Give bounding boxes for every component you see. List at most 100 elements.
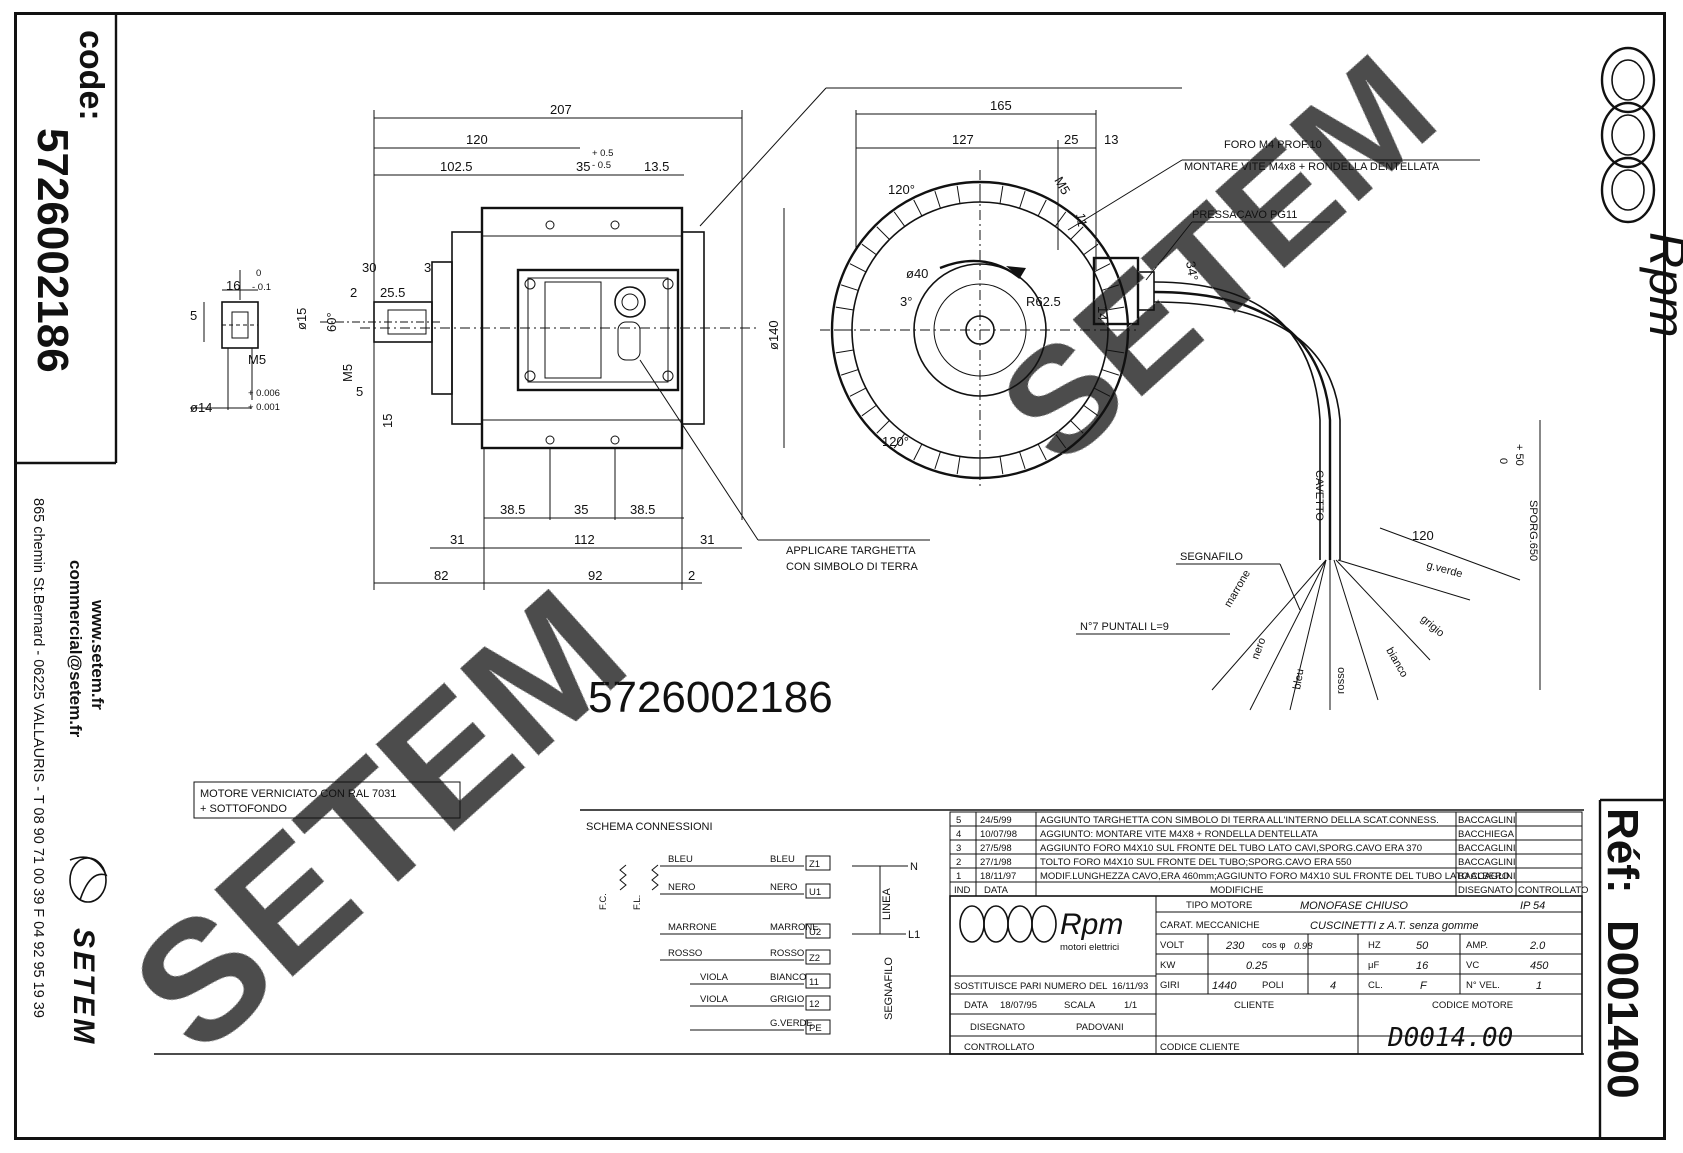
- schema-terminal: [805, 1019, 831, 1035]
- gland-label: PRESSACAVO PG11: [1192, 209, 1297, 221]
- spg-zero: 0: [1497, 458, 1509, 464]
- cooling-fin: [1019, 451, 1026, 470]
- tb-disegnato: PADOVANI: [1076, 1022, 1124, 1033]
- schema-right-label: MARRONE: [770, 922, 819, 933]
- right-panel: Rpm Réf: D001400: [1598, 46, 1683, 1140]
- schema-linea: LINEA: [881, 888, 893, 920]
- tb-volt: 230: [1225, 940, 1245, 952]
- schema-row: BLEU BLEU Z1: [660, 854, 831, 871]
- revision-date: 24/5/99: [980, 815, 1012, 826]
- dim-35: 35: [576, 159, 590, 174]
- tb-scala: 1/1: [1124, 1000, 1137, 1011]
- tb-brand-sub: motori elettrici: [1060, 942, 1119, 953]
- shaft-detail: 16 0 - 0.1 5 M5 ø14 + 0.006 + 0.001: [190, 268, 280, 415]
- cooling-fin: [1101, 284, 1120, 291]
- revision-num: 5: [956, 815, 961, 826]
- tb-tipo: MONOFASE CHIUSO: [1300, 900, 1408, 912]
- schema-terminal: [805, 949, 831, 965]
- cooling-fin: [1106, 306, 1125, 311]
- tb-data-label: DATA: [964, 1000, 989, 1011]
- cooling-fin: [1093, 263, 1111, 273]
- revision-num: 3: [956, 843, 961, 854]
- shaft-dim-5: 5: [190, 308, 197, 323]
- puntali-label: N°7 PUNTALI L=9: [1080, 621, 1169, 633]
- cooling-fin: [1101, 369, 1120, 376]
- revision-num: 1: [956, 871, 961, 882]
- dim-120: 120: [466, 132, 488, 147]
- schema-terminal: [805, 995, 831, 1011]
- dim-82: 82: [434, 568, 448, 583]
- revision-text: TOLTO FORO M4X10 SUL FRONTE DEL TUBO;SPO…: [1040, 857, 1351, 868]
- website: www.setem.fr: [88, 599, 107, 710]
- code-label: code:: [72, 30, 110, 121]
- wire-nero: nero: [1250, 636, 1269, 661]
- shaft-tol-16b: - 0.1: [252, 282, 271, 293]
- schema-terminal-label: PE: [809, 1023, 822, 1034]
- tb-sostituisce-date: 16/11/93: [1112, 981, 1148, 992]
- wire-bleu: bleu: [1291, 668, 1306, 691]
- tb-tipo-label: TIPO MOTORE: [1186, 900, 1252, 911]
- angle-34: 34°: [1183, 260, 1201, 282]
- tb-amp-label: AMP.: [1466, 940, 1488, 951]
- rev-h-n: IND: [954, 885, 971, 896]
- schema-terminal: [805, 973, 831, 989]
- rpm-logo-text: Rpm: [1639, 232, 1683, 338]
- tb-controllato-label: CONTROLLATO: [964, 1042, 1034, 1053]
- front-view: 207 120 102.5 35 13.5 + 0.5 - 0.5: [294, 87, 1182, 590]
- tb-mu-label: μF: [1368, 960, 1379, 971]
- spg-plus: + 50: [1513, 444, 1525, 466]
- schema-right-label: NERO: [770, 882, 797, 893]
- side-view: 165 127 25 13 120° 120° 34° 3° ø40 R62.5…: [820, 98, 1541, 711]
- dim-120-cable: 120: [1412, 528, 1434, 543]
- schema-terminal-label: Z1: [809, 859, 820, 870]
- cooling-fin: [1083, 243, 1099, 256]
- wire-grigio: grigio: [1418, 613, 1446, 639]
- setem-brand: SETEM: [67, 928, 100, 1046]
- dim-102-5: 102.5: [440, 159, 473, 174]
- schema-left-label: BLEU: [668, 854, 693, 865]
- schema-left-label: VIOLA: [700, 994, 729, 1005]
- tb-giri-label: GIRI: [1160, 980, 1180, 991]
- rev-h-date: DATA: [984, 885, 1009, 896]
- cooling-fin: [956, 456, 961, 475]
- dim-25-5: 25.5: [380, 285, 405, 300]
- tb-data: 18/07/95: [1000, 1000, 1037, 1011]
- tb-vel-label: N° VEL.: [1466, 980, 1500, 991]
- dim-dia40: ø40: [906, 266, 928, 281]
- dim-m5-front: M5: [340, 364, 355, 382]
- rev-h-by: DISEGNATO: [1458, 885, 1513, 896]
- dim-31a: 31: [450, 532, 464, 547]
- schema-fl: F.L.: [632, 895, 643, 910]
- dim-112: 112: [574, 532, 595, 547]
- schema-right-label: BLEU: [770, 854, 795, 865]
- dim-92: 92: [588, 568, 602, 583]
- schema-left-label: NERO: [668, 882, 695, 893]
- tb-hz-label: HZ: [1368, 940, 1381, 951]
- code-value: 5726002186: [28, 128, 77, 373]
- dim-30: 30: [362, 260, 376, 275]
- hole-label-2: MONTARE VITE M4x8 + RONDELLA DENTELLATA: [1184, 161, 1440, 173]
- revision-text: AGGIUNTO FORO M4X10 SUL FRONTE DEL TUBO …: [1040, 843, 1422, 854]
- dim-r62-5: R62.5: [1026, 294, 1061, 309]
- schema-right-label: BIANCO: [770, 972, 806, 983]
- dim-13-5: 13.5: [644, 159, 669, 174]
- tb-giri: 1440: [1212, 980, 1237, 992]
- cooling-fin: [1019, 190, 1026, 209]
- tb-vc-label: VC: [1466, 960, 1479, 971]
- dim-35-bottom: 35: [574, 502, 588, 517]
- tb-hz: 50: [1416, 940, 1429, 952]
- schema-left-label: MARRONE: [668, 922, 717, 933]
- paint-note-1: MOTORE VERNICIATO CON RAL 7031: [200, 788, 396, 800]
- revision-by: BACCAGLINI: [1458, 843, 1516, 854]
- schema-right-label: GRIGIO: [770, 994, 804, 1005]
- tb-cos-label: cos φ: [1262, 940, 1286, 951]
- cooling-fin: [1070, 420, 1084, 434]
- tb-vel: 1: [1536, 980, 1542, 992]
- cooling-fin: [934, 451, 941, 470]
- tol-minus: - 0.5: [592, 160, 611, 171]
- schema-right-label: G.VERDE: [770, 1018, 813, 1029]
- revision-date: 27/5/98: [980, 843, 1012, 854]
- schema-terminal-label: U2: [809, 927, 821, 938]
